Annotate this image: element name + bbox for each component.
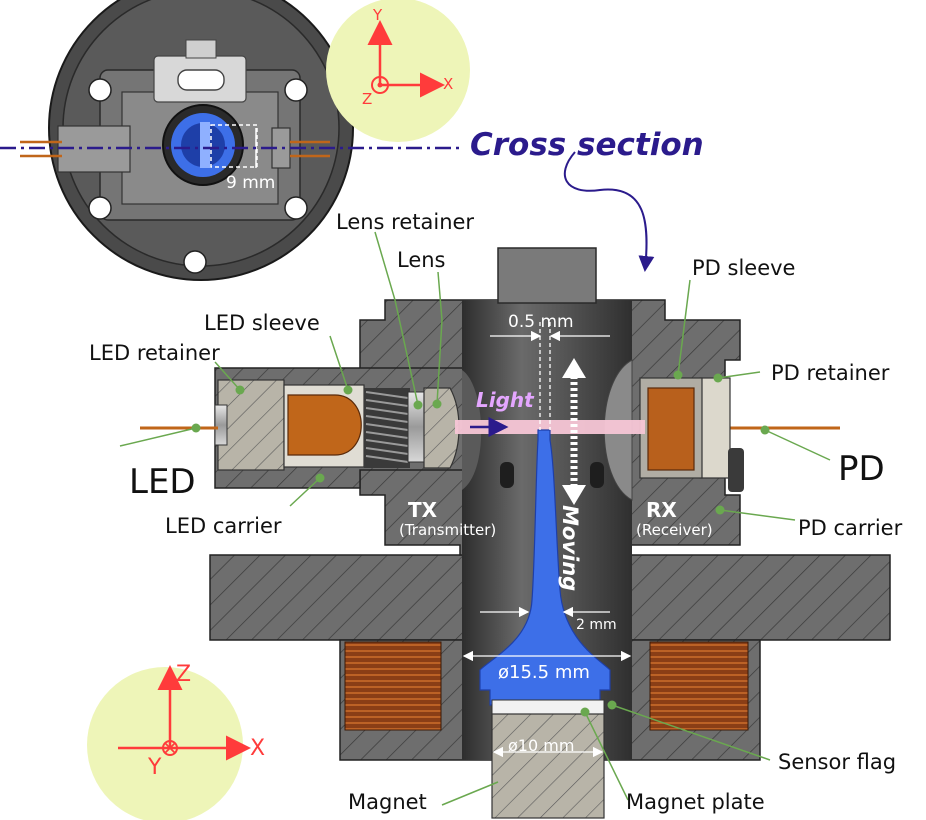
- label-led-carrier: LED carrier: [165, 514, 282, 538]
- mount-hole: [183, 250, 207, 274]
- top-shaft: [497, 247, 597, 304]
- leader-lines: [119, 231, 831, 806]
- leader-dots: [191, 370, 770, 717]
- label-light: Light: [476, 388, 534, 412]
- label-tx: TX: [408, 498, 438, 522]
- top-axis-z-label: Z: [362, 90, 373, 108]
- connector-pins: [185, 39, 217, 59]
- top-axis-y-label: Y: [373, 6, 383, 24]
- label-lens: Lens: [397, 248, 446, 272]
- section-arrow: [563, 151, 655, 272]
- connector-socket: [177, 69, 225, 91]
- label-lens-retainer: Lens retainer: [336, 210, 475, 234]
- label-pd-carrier: PD carrier: [798, 516, 903, 540]
- led-leads: [214, 404, 228, 446]
- bottom-axis: [87, 665, 251, 820]
- pd-element: [647, 387, 695, 471]
- lens-part: [423, 387, 460, 469]
- label-rx-sub: (Receiver): [636, 521, 713, 539]
- spring: [364, 388, 410, 468]
- label-pd-sleeve: PD sleeve: [692, 256, 796, 280]
- top-view: [20, 0, 354, 281]
- pd-cap: [728, 448, 744, 492]
- top-view-flag: [200, 122, 210, 168]
- top-axis-bg: [326, 0, 470, 142]
- pd-retainer-part: [699, 377, 731, 479]
- label-led-sleeve: LED sleeve: [204, 311, 320, 335]
- cross-section-title: Cross section: [470, 127, 704, 163]
- led-retainer-part: [217, 379, 285, 471]
- label-led-retainer: LED retainer: [89, 341, 220, 365]
- label-magnet: Magnet: [348, 790, 427, 814]
- mount-hole: [88, 196, 112, 220]
- dim-magnet-dia: ø10 mm: [508, 736, 575, 755]
- coil-right: [649, 641, 749, 731]
- bottom-axis-z-label: Z: [176, 662, 192, 687]
- top-axis-x-label: X: [443, 75, 454, 93]
- led-dome: [287, 394, 362, 456]
- bottom-axis-x-label: X: [250, 736, 266, 761]
- cross-section: [140, 247, 891, 819]
- label-magnet-plate: Magnet plate: [626, 790, 765, 814]
- sensor-flag: [479, 429, 611, 706]
- bottom-axis-y-label: Y: [148, 755, 162, 780]
- dim-bore: ø15.5 mm: [498, 662, 590, 683]
- dim-flag-width: 2 mm: [576, 617, 617, 633]
- label-rx: RX: [646, 498, 677, 522]
- label-pd-retainer: PD retainer: [771, 361, 890, 385]
- label-led: LED: [129, 462, 196, 502]
- label-pd: PD: [838, 449, 885, 489]
- dim-aperture: 9 mm: [226, 173, 276, 193]
- coil-left: [344, 641, 442, 731]
- mount-hole: [284, 78, 308, 102]
- dim-gap: 0.5 mm: [508, 312, 574, 332]
- label-moving: Moving: [558, 505, 582, 592]
- top-axis: [326, 0, 470, 142]
- label-tx-sub: (Transmitter): [399, 521, 497, 539]
- mount-hole: [88, 78, 112, 102]
- label-sensor-flag: Sensor flag: [778, 750, 897, 774]
- mount-hole: [284, 196, 308, 220]
- magnet-part: [491, 713, 605, 819]
